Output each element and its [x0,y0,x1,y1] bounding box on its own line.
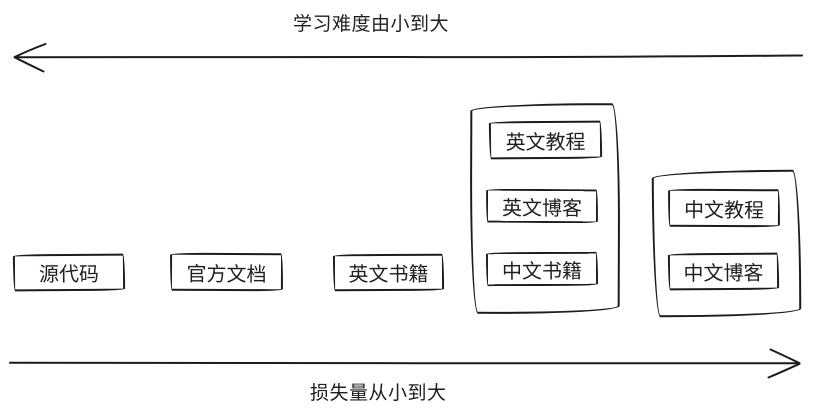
node-source-code: 源代码 [12,253,126,292]
node-label: 中文教程 [683,199,765,222]
arrow-left-icon [13,43,803,73]
node-label: 中文博客 [683,262,764,286]
node-official-docs: 官方文档 [169,252,284,292]
bottom-axis-label: 损失量从小到大 [310,383,447,404]
top-axis-label: 学习难度由小到大 [293,14,450,35]
node-english-books: 英文书籍 [332,253,445,292]
node-chinese-tutorials: 中文教程 [667,188,781,228]
node-label: 源代码 [38,263,100,287]
node-label: 中文书籍 [501,260,583,283]
node-label: 英文书籍 [348,263,429,287]
arrow-right-icon [9,348,801,379]
node-label: 英文教程 [505,131,586,154]
node-chinese-books: 中文书籍 [485,251,599,287]
node-english-blogs: 英文博客 [485,188,599,224]
node-english-tutorials: 英文教程 [488,120,603,160]
node-label: 官方文档 [186,263,267,286]
node-label: 英文博客 [501,197,583,220]
node-chinese-blogs: 中文博客 [667,252,780,291]
